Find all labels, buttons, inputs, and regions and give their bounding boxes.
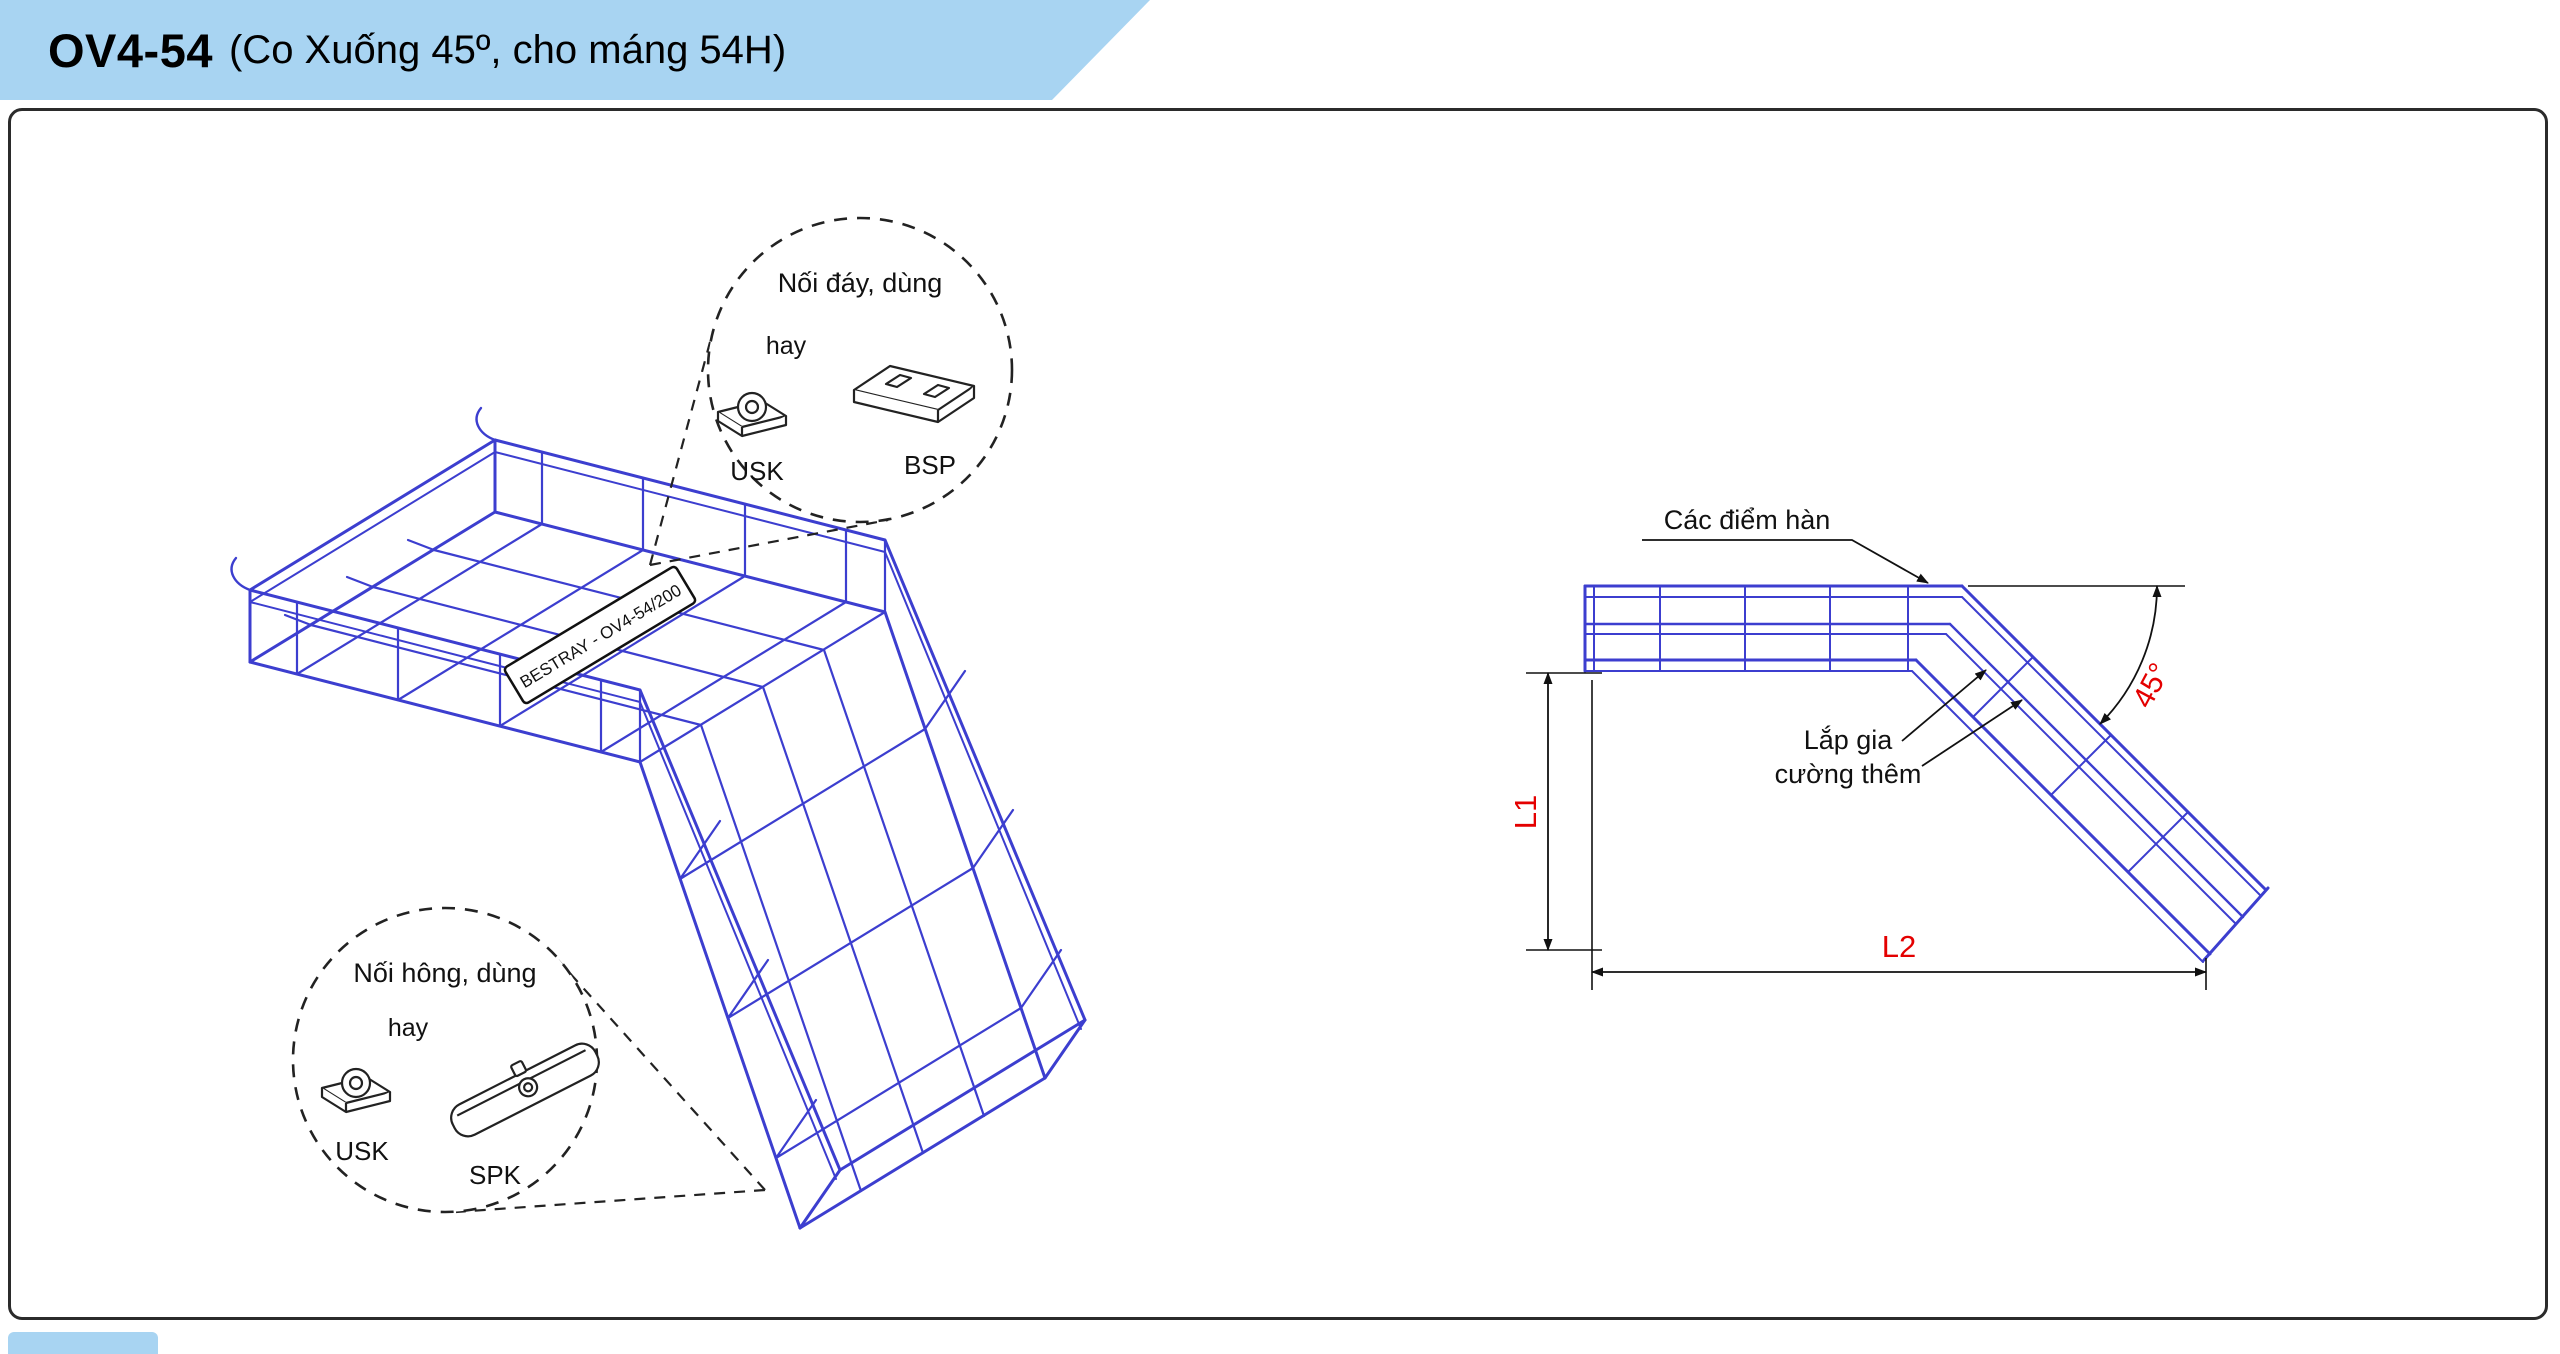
reinforcement-annotation xyxy=(1901,669,2023,767)
side-view-drawing xyxy=(1583,584,2270,963)
callout-bottom-or-label: hay xyxy=(766,332,807,360)
callout-side-splice: Nối hông, dùng hay USK SPK xyxy=(291,906,766,1214)
product-description: (Co Xuống 45º, cho máng 54H) xyxy=(228,27,787,72)
callout-side-splice-title: Nối hông, dùng xyxy=(353,958,536,988)
callout-side-or-label: hay xyxy=(388,1014,429,1042)
bsp-connector-icon xyxy=(852,364,976,424)
spk-label: SPK xyxy=(469,1160,522,1190)
angle-dimension xyxy=(1968,585,2185,725)
side-view-annotations xyxy=(1526,539,2207,990)
l2-label: L2 xyxy=(1882,929,1916,964)
callout-bottom-splice: Nối đáy, dùng hay USK BSP xyxy=(648,216,1014,567)
bsp-label: BSP xyxy=(904,450,956,480)
dimension-l1 xyxy=(1526,672,1602,951)
tray-plate-label: BESTRAY - OV4-54/200 xyxy=(517,581,685,692)
usk-label: USK xyxy=(730,456,784,486)
weld-points-annotation xyxy=(1642,539,1929,584)
next-section-tab xyxy=(8,1332,158,1354)
l1-label: L1 xyxy=(1508,795,1543,829)
dimension-l2 xyxy=(1591,680,2207,990)
spk-connector-icon xyxy=(450,1042,600,1138)
detail-circle-bottom-splice xyxy=(706,216,1014,524)
product-code: OV4-54 xyxy=(48,23,213,77)
reinforcement-label-line1: Lắp gia xyxy=(1804,724,1894,755)
section-title-band: OV4-54 (Co Xuống 45º, cho máng 54H) xyxy=(0,0,1150,100)
usk-label-2: USK xyxy=(335,1136,389,1166)
weld-points-label: Các điểm hàn xyxy=(1664,505,1831,535)
callout-bottom-splice-title: Nối đáy, dùng xyxy=(778,268,943,298)
angle-label: 45° xyxy=(2126,658,2176,714)
reinforcement-label-line2: cường thêm xyxy=(1775,759,1922,789)
